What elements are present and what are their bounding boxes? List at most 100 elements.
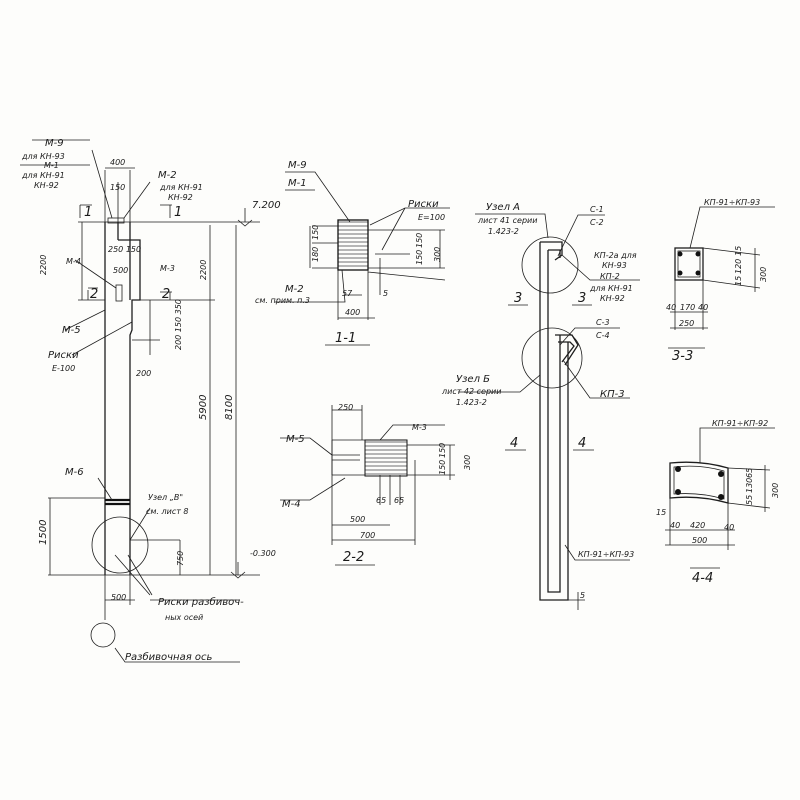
dim-500-top: 500	[113, 266, 128, 275]
s33-dim-170: 170	[680, 303, 695, 312]
s33-dim-300: 300	[759, 267, 768, 282]
label-m1: М-1	[44, 161, 59, 170]
s44-dim-65: 65	[745, 468, 754, 478]
node-b-circle	[521, 327, 583, 389]
label-marks: Риски	[48, 350, 79, 361]
s33-dim-120: 120	[734, 259, 743, 274]
section-mark-4-right: 4	[578, 436, 586, 451]
label-kp3: КП-3	[600, 389, 625, 400]
s44-dim-40b: 40	[724, 523, 734, 532]
frame-dim-5: 5	[580, 591, 585, 600]
s11-dim-180: 180	[311, 247, 320, 262]
s11-label-m1: М-1	[288, 178, 307, 189]
s11-dim-150c: 150	[415, 233, 424, 248]
s22-dim-150b: 150	[438, 443, 447, 458]
dim-2200-right: 2200	[199, 260, 208, 280]
s22-dim-500: 500	[350, 515, 365, 524]
label-node-a: Узел А	[486, 202, 520, 213]
label-for-kn91-frame: для КН-91	[589, 284, 633, 293]
s11-dim-150a: 150	[311, 225, 320, 240]
s33-dim-40a: 40	[666, 303, 676, 312]
s44-dim-500: 500	[692, 536, 707, 545]
label-node-b-ref1: лист 42 серии	[441, 387, 501, 396]
s11-dim-5: 5	[383, 289, 388, 298]
label-c3: С-3	[596, 318, 610, 327]
label-m6: М-6	[65, 467, 84, 478]
dim-1500: 1500	[38, 520, 49, 545]
s22-label-m3: М-3	[412, 423, 427, 432]
label-kn92: КН-92	[34, 181, 59, 190]
s44-label: КП-91÷КП-92	[712, 419, 768, 428]
dim-5900: 5900	[198, 395, 209, 420]
s33-title: 3-3	[672, 349, 693, 364]
s22-label-m5: М-5	[286, 434, 305, 445]
dim-8100: 8100	[224, 395, 235, 420]
section-1-1	[275, 171, 450, 346]
s22-dim-300: 300	[463, 455, 472, 470]
dim-150: 150	[110, 183, 125, 192]
s44-dim-40a: 40	[670, 521, 680, 530]
s11-dim-57: 57	[342, 289, 353, 298]
label-node-v-ref: см. лист 8	[146, 507, 189, 516]
s11-title: 1-1	[335, 331, 356, 346]
label-kp91-93: КП-91÷КП-93	[578, 550, 634, 559]
reinforcement-frame	[458, 213, 640, 610]
dim-750: 750	[176, 551, 185, 566]
section-4-4	[665, 427, 775, 569]
label-node-b-ref2: 1.423-2	[456, 398, 487, 407]
label-kn92-frame: КН-92	[600, 294, 625, 303]
section-mark-3-left: 3	[514, 291, 522, 306]
section-mark-2-right: 2	[162, 287, 170, 302]
s44-dim-15: 15	[656, 508, 666, 517]
label-c2: С-2	[590, 218, 604, 227]
s33-dim-15a: 15	[734, 246, 743, 256]
label-axis-marks-1: Риски разбивоч-	[158, 596, 244, 608]
label-axis-marks-2: ных осей	[165, 613, 203, 622]
s44-dim-55: 55	[745, 495, 754, 505]
section-3-3	[668, 206, 775, 349]
s11-label-marks: Риски	[408, 199, 439, 210]
label-node-b: Узел Б	[456, 374, 490, 385]
label-node-a-ref1: лист 41 серии	[477, 216, 537, 225]
label-axis: Разбивочная ось	[125, 651, 213, 663]
label-kn93: КН-93	[602, 261, 627, 270]
s44-dim-130: 130	[745, 478, 754, 493]
label-m2-kn92: КН-92	[168, 193, 193, 202]
s22-dim-65b: 65	[394, 496, 404, 505]
label-kp2: КП-2	[600, 272, 620, 281]
section-mark-2-left: 2	[90, 287, 98, 302]
label-m2-for: для КН-91	[159, 183, 203, 192]
label-for-kn91: для КН-91	[21, 171, 65, 180]
section-mark-4-left: 4	[510, 436, 518, 451]
label-m4: М-4	[66, 257, 81, 266]
axis-circle	[90, 622, 116, 648]
s22-dim-150a: 150	[438, 460, 447, 475]
s11-note: см. прим. п.3	[255, 296, 310, 305]
s22-label-m4: М-4	[282, 499, 301, 510]
dim-200: 200	[136, 369, 151, 378]
s11-dim-300: 300	[433, 247, 442, 262]
s44-dim-420: 420	[690, 521, 705, 530]
label-kp2a: КП-2а для	[594, 251, 637, 260]
label-m3: М-3	[160, 264, 175, 273]
s22-dim-700: 700	[360, 531, 375, 540]
s22-dim-250: 250	[338, 403, 353, 412]
section-mark-3-right: 3	[578, 291, 586, 306]
s22-dim-65a: 65	[376, 496, 386, 505]
label-node-v: Узел „В"	[148, 493, 183, 502]
dim-2200-left: 2200	[39, 255, 48, 275]
s44-title: 4-4	[692, 571, 713, 586]
section-mark-1-right: 1	[174, 205, 182, 220]
dim-400: 400	[110, 158, 125, 167]
s22-title: 2-2	[343, 550, 364, 565]
s11-label-m9: М-9	[288, 160, 307, 171]
label-m2: М-2	[158, 170, 177, 181]
level-top: 7.200	[252, 200, 281, 211]
label-m9: М-9	[45, 138, 64, 149]
node-a-circle	[521, 236, 579, 294]
label-m5: М-5	[62, 325, 81, 336]
level-bottom: -0.300	[250, 549, 276, 558]
dim-200-150-350: 200 150 350	[174, 299, 183, 350]
